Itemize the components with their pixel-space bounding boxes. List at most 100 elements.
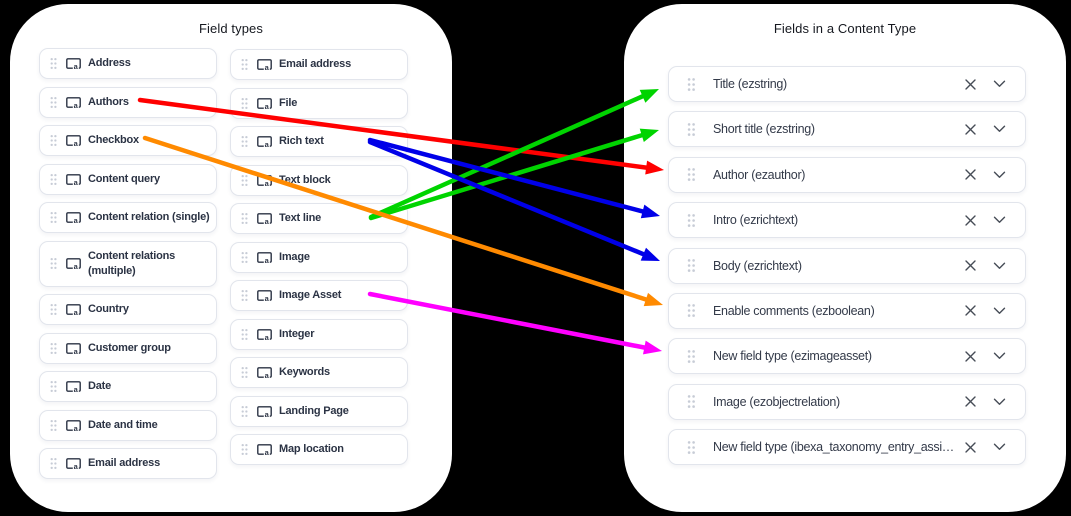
drag-handle-icon[interactable] [50,342,57,355]
drag-handle-icon[interactable] [241,251,248,264]
remove-field-button[interactable] [960,123,980,136]
drag-handle-icon[interactable] [50,173,57,186]
field-type-chip[interactable]: a Email address [39,448,217,479]
field-type-chip[interactable]: a Authors [39,86,217,118]
remove-field-button[interactable] [960,304,980,317]
field-type-chip[interactable]: a Text block [230,164,408,196]
drag-handle-icon[interactable] [687,167,696,182]
drag-handle-icon[interactable] [241,212,248,225]
content-type-field-row[interactable]: Enable comments (ezboolean) [668,292,1026,329]
content-type-field-row[interactable]: Intro (ezrichtext) [668,202,1026,239]
close-icon [964,214,976,226]
svg-text:a: a [265,333,270,341]
field-type-icon: a [257,443,272,456]
drag-handle-icon[interactable] [687,77,696,92]
remove-field-button[interactable] [960,350,980,363]
content-type-field-row[interactable]: Body (ezrichtext) [668,247,1026,284]
expand-field-button[interactable] [989,80,1009,88]
expand-field-button[interactable] [989,125,1009,133]
drag-handle-icon[interactable] [241,405,248,418]
remove-field-button[interactable] [960,214,980,227]
remove-field-button[interactable] [960,441,980,454]
drag-handle-icon[interactable] [241,289,248,302]
field-type-chip[interactable]: a Content relation (single) [39,202,217,233]
field-row-label: New field type (ezimageasset) [713,349,872,364]
drag-handle-icon[interactable] [50,257,57,270]
field-type-chip[interactable]: a Email address [230,49,408,80]
field-type-chip[interactable]: a Country [39,294,217,325]
expand-field-button[interactable] [989,262,1009,270]
drag-handle-icon[interactable] [50,303,57,316]
field-type-chip[interactable]: a Integer [230,318,408,350]
close-icon [964,260,976,271]
field-type-label: Integer [279,327,315,340]
field-type-chip[interactable]: a Image Asset [230,280,408,311]
drag-handle-icon[interactable] [50,134,57,147]
field-type-chip[interactable]: a Checkbox [39,125,217,156]
expand-field-button[interactable] [989,307,1009,315]
field-type-label: Map location [279,443,344,456]
drag-handle-icon[interactable] [687,258,696,273]
close-icon [964,441,976,453]
field-type-chip[interactable]: a Landing Page [230,395,408,427]
expand-field-button[interactable] [989,443,1009,451]
field-type-chip[interactable]: a Content query [39,163,217,195]
drag-handle-icon[interactable] [687,394,696,409]
field-type-chip[interactable]: a Map location [230,434,408,465]
drag-handle-icon[interactable] [687,349,696,364]
content-type-field-row[interactable]: Title (ezstring) [668,66,1026,102]
field-row-label: Intro (ezrichtext) [713,213,798,228]
field-types-title: Field types [199,21,263,36]
svg-text:a: a [74,385,79,393]
drag-handle-icon[interactable] [687,122,696,137]
svg-text:a: a [74,139,79,147]
field-type-icon: a [66,57,81,70]
content-type-field-row[interactable]: New field type (ezimageasset) [668,338,1026,375]
expand-field-button[interactable] [989,352,1009,360]
drag-handle-icon[interactable] [50,380,57,393]
expand-field-button[interactable] [989,398,1009,406]
field-type-chip[interactable]: a Date and time [39,409,217,441]
drag-handle-icon[interactable] [241,97,248,110]
content-type-field-row[interactable]: Image (ezobjectrelation) [668,383,1026,420]
content-type-field-row[interactable]: Short title (ezstring) [668,111,1026,148]
drag-handle-icon[interactable] [50,419,57,432]
close-icon [964,124,976,135]
chevron-down-icon [993,80,1005,87]
drag-handle-icon[interactable] [687,213,696,228]
drag-handle-icon[interactable] [241,135,248,148]
field-type-icon: a [66,211,81,224]
field-type-icon: a [66,303,81,316]
remove-field-button[interactable] [960,78,980,91]
field-type-chip[interactable]: a Customer group [39,332,217,364]
drag-handle-icon[interactable] [50,211,57,224]
drag-handle-icon[interactable] [241,58,248,71]
remove-field-button[interactable] [960,168,980,181]
field-type-chip[interactable]: a Text line [230,203,408,234]
drag-handle-icon[interactable] [241,443,248,456]
expand-field-button[interactable] [989,216,1009,224]
drag-handle-icon[interactable] [50,96,57,109]
field-type-label: Email address [88,457,160,470]
field-type-chip[interactable]: a Content relations (multiple) [39,240,217,287]
content-type-field-row[interactable]: Author (ezauthor) [668,156,1026,193]
drag-handle-icon[interactable] [50,457,57,470]
field-type-chip[interactable]: a Keywords [230,357,408,388]
field-row-label: Short title (ezstring) [713,122,815,137]
content-type-panel: Fields in a Content Type Title (ezstring… [624,4,1066,512]
drag-handle-icon[interactable] [241,328,248,341]
drag-handle-icon[interactable] [241,366,248,379]
remove-field-button[interactable] [960,395,980,408]
content-type-field-row[interactable]: New field type (ibexa_taxonomy_entry_ass… [668,429,1026,466]
field-type-chip[interactable]: a Rich text [230,126,408,157]
drag-handle-icon[interactable] [687,303,696,318]
field-type-chip[interactable]: a Image [230,241,408,273]
field-type-chip[interactable]: a Address [39,48,217,79]
remove-field-button[interactable] [960,259,980,272]
field-type-chip[interactable]: a Date [39,371,217,402]
drag-handle-icon[interactable] [687,440,696,455]
expand-field-button[interactable] [989,171,1009,179]
field-type-chip[interactable]: a File [230,87,408,119]
drag-handle-icon[interactable] [241,174,248,187]
drag-handle-icon[interactable] [50,57,57,70]
